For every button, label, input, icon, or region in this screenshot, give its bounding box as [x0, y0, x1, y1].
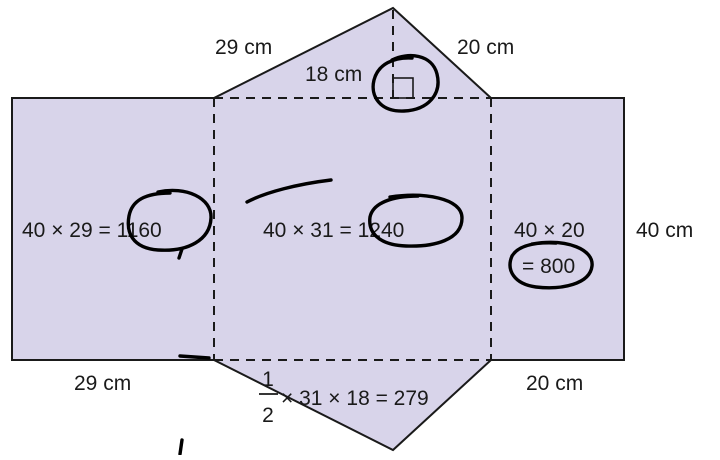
handwritten-tick-1160	[177, 247, 184, 260]
net-outline	[11, 6, 625, 452]
handwritten-stroke-middle	[245, 178, 333, 204]
label-middle-face-area: 40 × 31 = 1240	[263, 219, 404, 242]
handwritten-stroke-bottom	[178, 354, 211, 360]
right-angle-marker	[392, 77, 414, 99]
label-right-face-area-line2: = 800	[522, 255, 575, 278]
label-triangle-area: × 31 × 18 = 279	[281, 387, 429, 410]
handwritten-circle-800	[508, 240, 594, 290]
fraction-numerator: 1	[262, 368, 274, 391]
handwritten-mark-bottom	[178, 438, 184, 456]
label-bottom-right-edge: 20 cm	[526, 372, 583, 395]
label-right-face-area-line1: 40 × 20	[514, 219, 585, 242]
label-top-right-edge: 20 cm	[457, 36, 514, 59]
handwritten-circle-1240	[368, 193, 464, 248]
label-top-left-edge: 29 cm	[215, 36, 272, 59]
handwritten-circle-right-angle	[371, 53, 440, 113]
label-right-side: 40 cm	[636, 219, 693, 242]
label-left-face-area: 40 × 29 = 1160	[22, 219, 162, 242]
fraction-denominator: 2	[262, 404, 274, 427]
handwritten-circle-1160	[126, 188, 213, 252]
net-fill	[12, 8, 624, 450]
label-bottom-left-edge: 29 cm	[74, 372, 131, 395]
label-height: 18 cm	[305, 63, 362, 86]
